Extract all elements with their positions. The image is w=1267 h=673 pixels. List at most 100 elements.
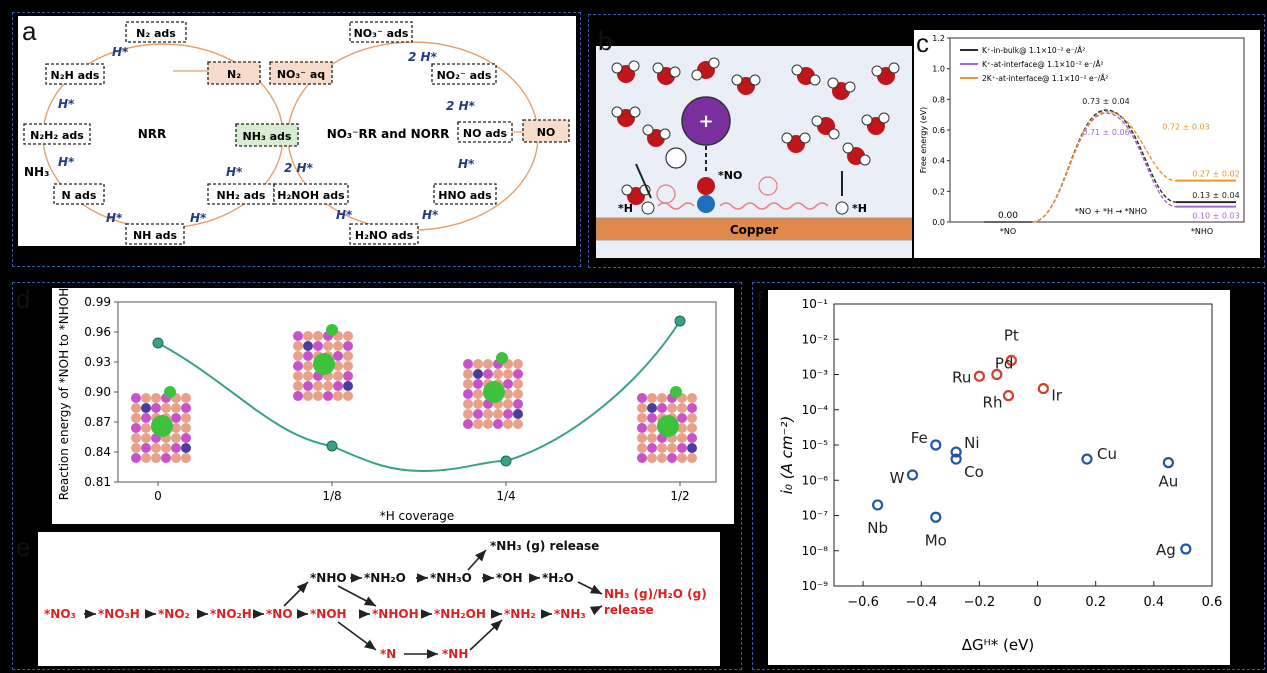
atom (293, 361, 303, 371)
atom (687, 443, 697, 453)
atom (513, 369, 523, 379)
atom (131, 413, 141, 423)
atom (343, 391, 353, 401)
atom (333, 351, 343, 361)
y-tick-label: 10⁻⁹ (802, 579, 829, 593)
atom (343, 371, 353, 381)
step-label: H* (106, 211, 123, 225)
atom (333, 381, 343, 391)
y-tick-label: 10⁻⁶ (802, 473, 829, 487)
step-label: 2 H* (408, 50, 438, 64)
cation-interface-schematic: + *NO *H *H Copper (595, 57, 913, 241)
barrier-label: 0.71 ± 0.06 (1082, 128, 1129, 137)
atom (141, 453, 151, 463)
atom (513, 359, 523, 369)
atom (637, 413, 647, 423)
atom (343, 341, 353, 351)
atom (141, 443, 151, 453)
x-tick-label: 0 (1033, 595, 1041, 610)
reaction-pathway-diagram: *NO₃ *NO₃H *NO₂ *NO₂H *NO *NOH *NHOH *NH… (44, 539, 707, 661)
atom (161, 403, 171, 413)
atom (483, 369, 493, 379)
atom (647, 443, 657, 453)
adsorbate (326, 324, 338, 336)
data-point (674, 315, 686, 327)
atom (657, 393, 667, 403)
atom (343, 361, 353, 371)
data-point (152, 337, 164, 349)
volcano-plot: 10⁻¹10⁻²10⁻³10⁻⁴10⁻⁵10⁻⁶10⁻⁷10⁻⁸10⁻⁹−0.6… (778, 297, 1222, 654)
pathway-species: *NHO (310, 571, 347, 585)
atom (131, 403, 141, 413)
y-tick-label: 0.0 (932, 218, 945, 227)
data-point (1081, 453, 1093, 465)
point-label: Pd (995, 355, 1014, 373)
atom (161, 453, 171, 463)
atom (313, 341, 323, 351)
species-no3-aq: NO₃⁻ aq (277, 68, 325, 81)
atom (473, 359, 483, 369)
step-label: H* (58, 155, 75, 169)
atom (667, 443, 677, 453)
cation-sphere (681, 96, 731, 146)
step-label: 2 H* (284, 161, 314, 175)
pathway-species: *NO₃H (98, 607, 140, 621)
y-tick-label: 0.8 (932, 95, 945, 104)
pathway-species: *NH₂OH (434, 607, 486, 621)
species-nh2-ads: NH₂ ads (217, 189, 266, 202)
y-tick-label: 10⁻² (802, 332, 829, 346)
atom (181, 393, 191, 403)
legend-entry: 2K⁺-at-interface@ 1.1×10⁻² e⁻/Å² (982, 74, 1108, 83)
atom (151, 443, 161, 453)
data-point (950, 453, 962, 465)
y-tick-label: 10⁻⁴ (802, 403, 829, 417)
step-label: 2 H* (446, 99, 476, 113)
adsorbate (313, 353, 335, 375)
y-tick-label: 0.87 (84, 415, 111, 429)
atom (513, 379, 523, 389)
atom (657, 403, 667, 413)
atom (131, 393, 141, 403)
x-tick-label: *NO (1000, 227, 1016, 236)
adsorbate (496, 352, 508, 364)
data-point (973, 370, 985, 382)
copper-surface-label: Copper (730, 223, 778, 237)
atom (333, 391, 343, 401)
y-tick-label: 0.4 (932, 157, 945, 166)
atom (473, 369, 483, 379)
atom (637, 403, 647, 413)
atom (303, 341, 313, 351)
atom (131, 433, 141, 443)
happy-face-icon (656, 184, 676, 204)
atom (513, 399, 523, 409)
adsorbate (670, 386, 682, 398)
pathway-species: *NH₃O (430, 571, 472, 585)
atom (503, 369, 513, 379)
adsorbate (483, 381, 505, 403)
pathway-species: *N (380, 647, 396, 661)
species-nh3-ads: NH₃ ads (243, 130, 292, 143)
atom (483, 359, 493, 369)
atom (503, 389, 513, 399)
pathway-species: *NHOH (372, 607, 419, 621)
atom (171, 423, 181, 433)
atom (141, 413, 151, 423)
data-point (930, 439, 942, 451)
point-label: Ru (952, 368, 971, 386)
y-tick-label: 0.6 (932, 126, 945, 135)
atom (677, 413, 687, 423)
step-label: H* (422, 208, 439, 222)
final-energy-label: 0.27 ± 0.02 (1192, 170, 1239, 179)
legend-entry: K⁺-in-bulk@ 1.1×10⁻² e⁻/Å² (982, 46, 1085, 55)
point-label: Rh (983, 394, 1003, 412)
atom (677, 423, 687, 433)
atom (323, 391, 333, 401)
final-release-label-2: release (604, 603, 654, 617)
x-axis-label: ΔGᴴ* (eV) (962, 636, 1034, 654)
panel-a-frame (12, 12, 581, 267)
atom (483, 419, 493, 429)
y-tick-label: 0.84 (84, 445, 111, 459)
species-hno-ads: HNO ads (438, 189, 492, 202)
